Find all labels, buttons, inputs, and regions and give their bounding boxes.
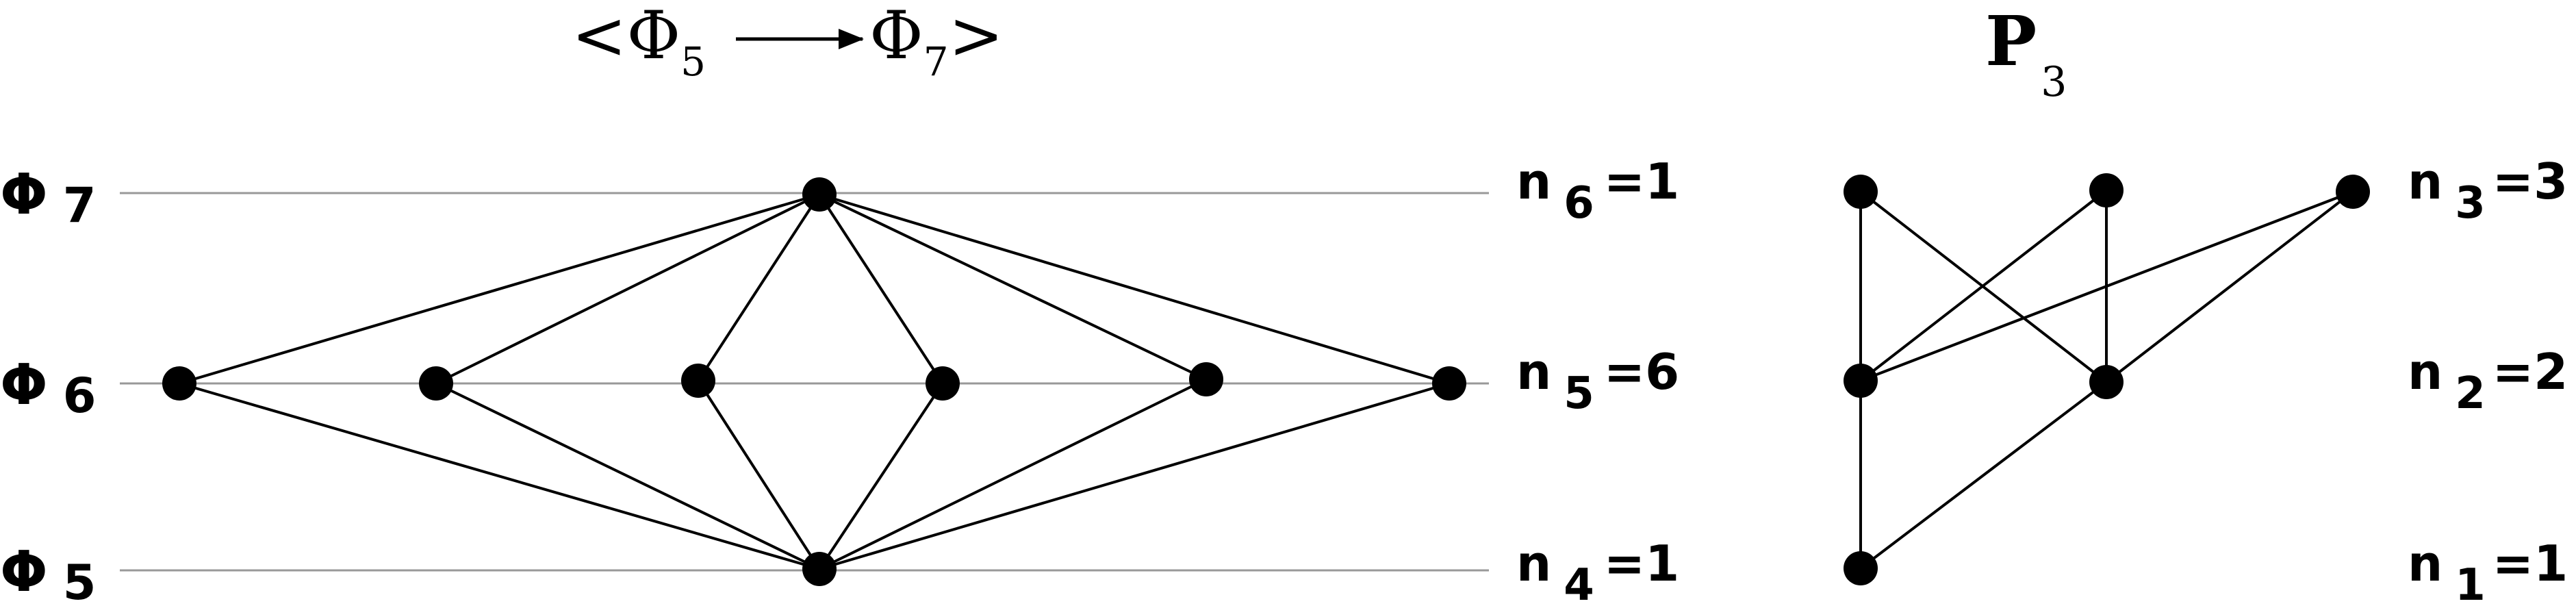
left-edge-bot-m6 (819, 382, 1450, 570)
left-title-open: < (572, 0, 626, 74)
left-title-close: > (949, 0, 1004, 74)
left-edge-bot-m3 (697, 379, 821, 570)
count-n6-sub: 6 (1564, 178, 1594, 229)
right-title-sub: 3 (2041, 58, 2067, 106)
left-title-phi1: Φ (626, 0, 680, 74)
left-graph-nodes (162, 177, 1466, 586)
right-node-t2 (2089, 173, 2124, 207)
svg-text:n3=3: n3=3 (2408, 153, 2568, 229)
count-n4-sub: 4 (1564, 560, 1594, 608)
count-n4-letter: n (1516, 535, 1551, 592)
phi-label-7-sub: 7 (63, 177, 97, 233)
count-n1-sub: 1 (2455, 560, 2486, 608)
right-edge-t3-mA (1860, 190, 2354, 382)
right-edge-t2-mA (1859, 189, 2108, 382)
left-title-sub2: 7 (923, 38, 949, 85)
left-edge-bot-m4 (818, 382, 944, 570)
left-edge-top-m3 (697, 193, 821, 382)
count-n5-value: =6 (1604, 343, 1679, 401)
left-edge-top-m4 (818, 193, 944, 385)
count-n6-letter: n (1516, 153, 1551, 210)
left-edge-top-m2 (435, 193, 820, 385)
svg-text:Φ5: Φ5 (0, 540, 96, 608)
left-title-sub1: 5 (680, 38, 706, 85)
right-edge-t3-mB (2105, 190, 2354, 383)
phi-label-5: Φ (0, 540, 48, 605)
right-graph-edges (1859, 189, 2354, 570)
count-n2-letter: n (2408, 343, 2443, 401)
left-node-m1 (162, 366, 196, 401)
left-edge-top-m5 (819, 193, 1207, 381)
left-node-m2 (419, 366, 453, 401)
svg-text:n2=2: n2=2 (2408, 343, 2568, 419)
left-title: <Φ5 Φ7> (572, 0, 1004, 85)
count-n1-letter: n (2408, 535, 2443, 592)
right-title: P3 (1985, 1, 2067, 106)
left-edge-top-m1 (179, 193, 820, 385)
count-n5-letter: n (1516, 343, 1551, 401)
count-n2-sub: 2 (2455, 368, 2486, 419)
right-node-t3 (2336, 175, 2370, 209)
left-node-m4 (926, 366, 960, 401)
left-edge-bot-m5 (819, 378, 1207, 570)
phi-label-6-sub: 6 (63, 368, 97, 424)
right-node-mB (2089, 365, 2124, 399)
right-node-t1 (1844, 175, 1878, 209)
left-level-lines (120, 192, 1489, 572)
count-n3-letter: n (2408, 153, 2443, 210)
left-node-bot (802, 552, 837, 586)
left-title-phi2: Φ (869, 0, 923, 74)
phi-label-6: Φ (0, 353, 48, 418)
count-n6-value: =1 (1604, 153, 1679, 210)
svg-text:n6=1: n6=1 (1516, 153, 1679, 229)
count-n1-value: =1 (2492, 535, 2568, 592)
right-edge-mB-b1 (1859, 381, 2108, 570)
count-n3-sub: 3 (2455, 178, 2486, 229)
left-edge-bot-m2 (435, 382, 820, 570)
left-edge-bot-m1 (179, 382, 820, 570)
left-graph-edges (179, 193, 1450, 570)
svg-text:Φ7: Φ7 (0, 162, 96, 233)
right-graph-nodes (1844, 173, 2370, 585)
right-node-b1 (1844, 551, 1878, 585)
right-node-mA (1844, 364, 1878, 398)
left-edge-top-m6 (819, 193, 1450, 385)
svg-text:n5=6: n5=6 (1516, 343, 1679, 419)
svg-text:n1=1: n1=1 (2408, 535, 2568, 608)
left-title-arrow-head (839, 29, 864, 49)
phi-label-5-sub: 5 (63, 555, 97, 608)
count-n4-value: =1 (1604, 535, 1679, 592)
left-node-m5 (1189, 362, 1223, 396)
svg-text:Φ6: Φ6 (0, 353, 96, 424)
svg-text:Φ7>: Φ7> (869, 0, 1004, 85)
left-node-top (802, 177, 837, 212)
count-n5-sub: 5 (1564, 368, 1594, 419)
svg-text:P3: P3 (1985, 1, 2067, 106)
left-node-m6 (1432, 366, 1466, 401)
count-n2-value: =2 (2492, 343, 2568, 401)
left-node-m3 (681, 364, 715, 398)
right-title-letter: P (1985, 1, 2037, 81)
count-n3-value: =3 (2492, 153, 2568, 210)
svg-text:n4=1: n4=1 (1516, 535, 1679, 608)
svg-text:<Φ5: <Φ5 (572, 0, 706, 85)
phi-label-7: Φ (0, 162, 48, 227)
